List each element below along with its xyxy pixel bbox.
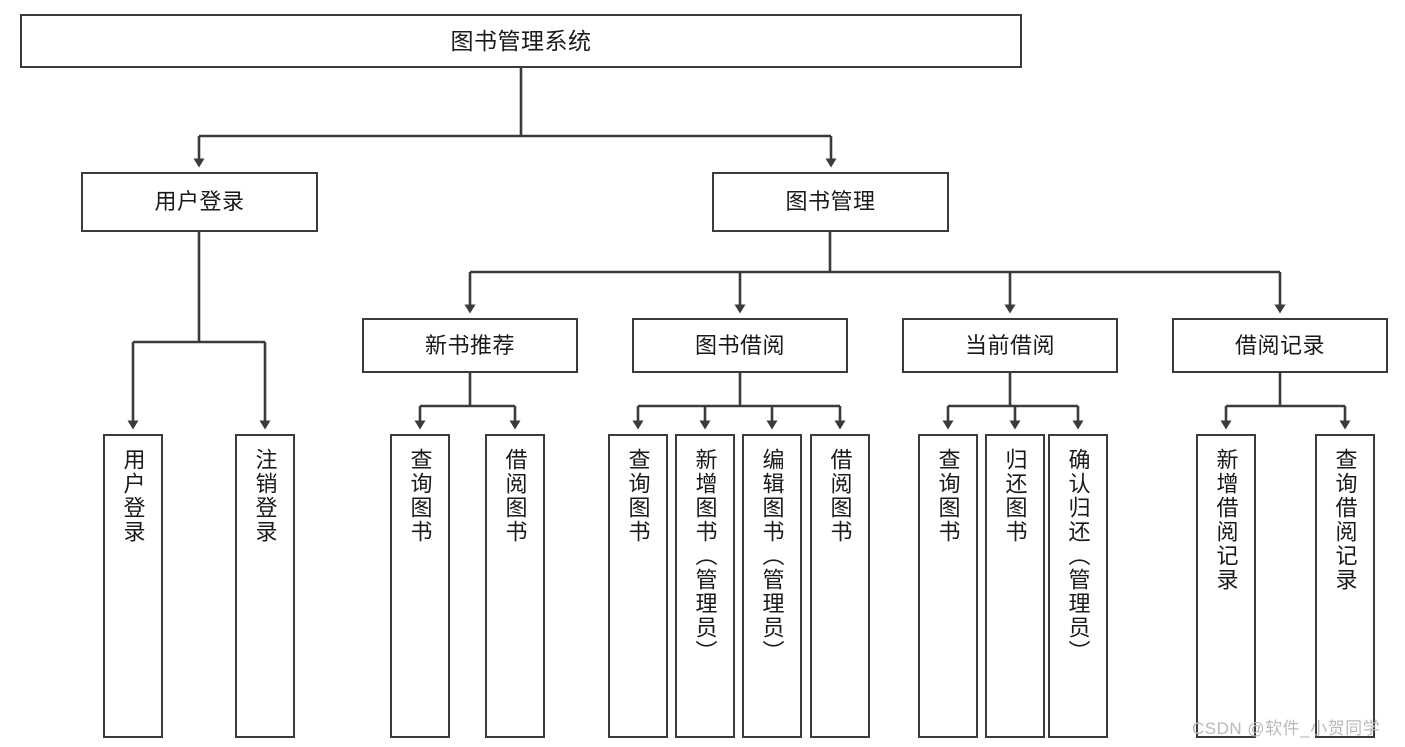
node-current-borrow[interactable]: 当前借阅 [902, 318, 1118, 373]
node-label: 新增图书（管理员） [692, 448, 718, 664]
node-leaf-query-book-2[interactable]: 查询图书 [608, 434, 668, 738]
node-new-book-rec[interactable]: 新书推荐 [362, 318, 578, 373]
node-label: 归还图书 [1002, 448, 1028, 544]
node-label: 新增借阅记录 [1213, 448, 1239, 592]
node-leaf-query-book-1[interactable]: 查询图书 [390, 434, 450, 738]
node-leaf-add-record[interactable]: 新增借阅记录 [1196, 434, 1256, 738]
node-label: 编辑图书（管理员） [759, 448, 785, 664]
node-user-login[interactable]: 用户登录 [81, 172, 318, 232]
node-book-manage[interactable]: 图书管理 [712, 172, 949, 232]
node-label: 借阅图书 [827, 448, 853, 544]
node-root-system[interactable]: 图书管理系统 [20, 14, 1022, 68]
node-label: 图书借阅 [694, 332, 785, 358]
node-leaf-borrow-book-1[interactable]: 借阅图书 [485, 434, 545, 738]
node-borrow-record[interactable]: 借阅记录 [1172, 318, 1388, 373]
node-leaf-return-book[interactable]: 归还图书 [985, 434, 1045, 738]
node-label: 新书推荐 [424, 332, 515, 358]
node-leaf-query-record[interactable]: 查询借阅记录 [1315, 434, 1375, 738]
node-leaf-query-book-3[interactable]: 查询图书 [918, 434, 978, 738]
node-leaf-logout[interactable]: 注销登录 [235, 434, 295, 738]
node-leaf-user-login[interactable]: 用户登录 [103, 434, 163, 738]
node-label: 确认归还（管理员） [1065, 448, 1091, 664]
node-label: 用户登录 [120, 448, 146, 544]
node-label: 图书管理 [785, 189, 876, 215]
node-label: 借阅图书 [502, 448, 528, 544]
node-leaf-edit-book[interactable]: 编辑图书（管理员） [742, 434, 802, 738]
node-label: 用户登录 [154, 189, 245, 215]
node-label: 注销登录 [252, 448, 278, 544]
node-label: 查询借阅记录 [1332, 448, 1358, 592]
node-leaf-confirm-return[interactable]: 确认归还（管理员） [1048, 434, 1108, 738]
node-book-borrow[interactable]: 图书借阅 [632, 318, 848, 373]
node-label: 查询图书 [407, 448, 433, 544]
node-leaf-borrow-book-2[interactable]: 借阅图书 [810, 434, 870, 738]
node-label: 查询图书 [625, 448, 651, 544]
node-leaf-add-book[interactable]: 新增图书（管理员） [675, 434, 735, 738]
node-label: 图书管理系统 [450, 27, 592, 54]
node-label: 当前借阅 [964, 332, 1055, 358]
node-label: 查询图书 [935, 448, 961, 544]
csdn-watermark: CSDN @软件_小贺同学 [1192, 719, 1381, 738]
node-label: 借阅记录 [1234, 332, 1325, 358]
